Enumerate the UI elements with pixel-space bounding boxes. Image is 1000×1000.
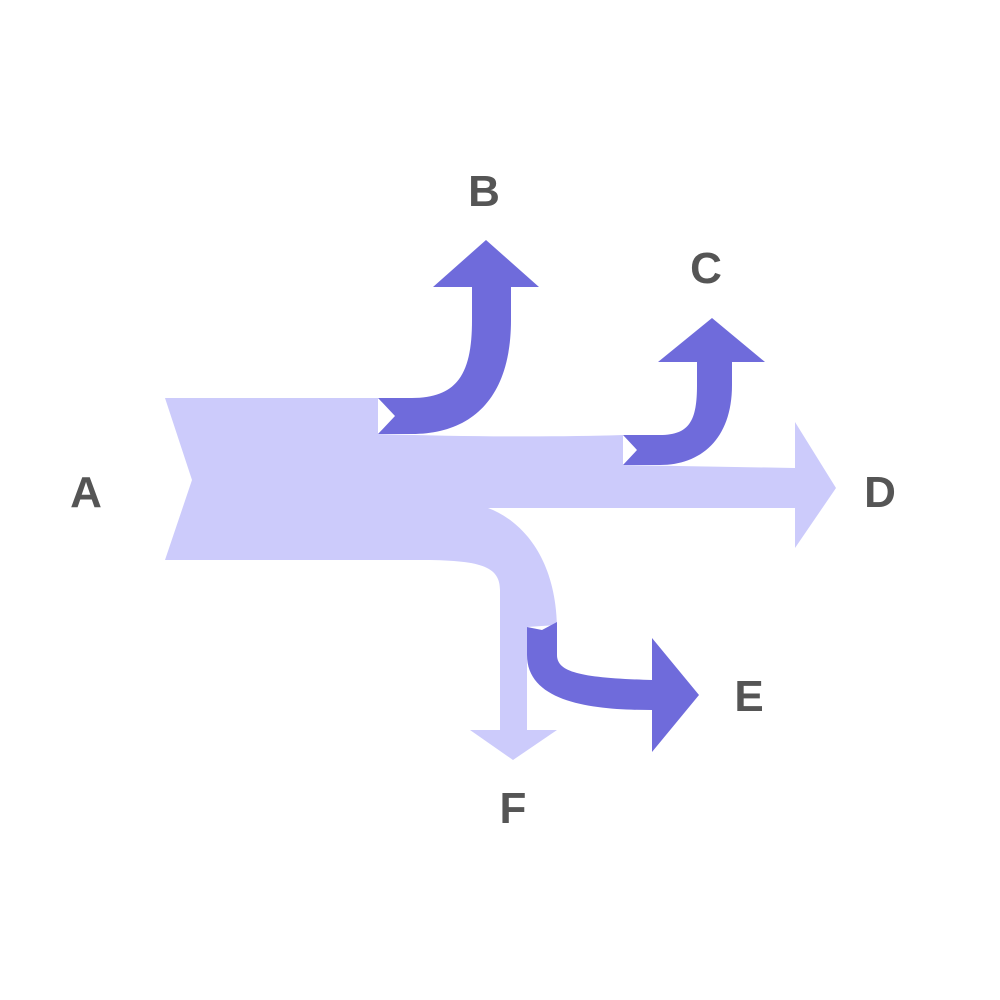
node-label-c: C (690, 244, 722, 293)
flow-to-c (623, 318, 765, 465)
node-label-e: E (734, 672, 764, 721)
flow-a-to-d (165, 398, 836, 627)
node-label-f: F (499, 784, 527, 833)
flow-to-f (470, 590, 557, 760)
node-label-d: D (864, 468, 896, 517)
node-label-b: B (468, 167, 500, 216)
flow-to-b (378, 240, 539, 434)
flow-to-e (527, 622, 699, 752)
node-label-a: A (70, 468, 102, 517)
